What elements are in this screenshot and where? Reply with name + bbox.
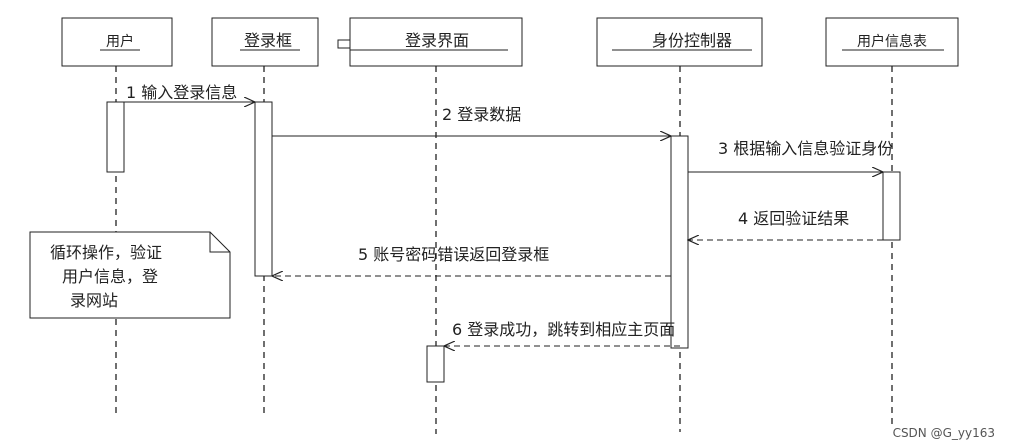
message-4-label: 4 返回验证结果 [738,209,849,228]
participant-usertable: 用户信息表 [825,17,959,67]
message-5-label: 5 账号密码错误返回登录框 [358,245,549,264]
note-line-2: 用户信息，登 [62,267,158,286]
participant-loginbox-label: 登录框 [244,31,292,50]
participant-loginui: 登录界面 [337,17,523,67]
participant-loginbox: 登录框 [211,17,319,67]
watermark: CSDN @G_yy163 [893,426,995,440]
message-2-label: 2 登录数据 [442,105,521,124]
note-line-1: 循环操作，验证 [50,243,162,262]
participant-user-label: 用户 [106,33,134,50]
participant-loginui-label: 登录界面 [405,31,469,50]
activation-loginbox [254,101,273,277]
note-line-3: 录网站 [70,291,118,310]
participant-usertable-label: 用户信息表 [857,33,927,50]
note: 循环操作，验证 用户信息，登 录网站 [29,231,231,319]
activation-user [106,101,125,173]
participant-idctrl: 身份控制器 [596,17,763,67]
participant-user: 用户 [61,17,173,67]
activation-loginui [426,345,445,383]
message-6-label: 6 登录成功，跳转到相应主页面 [452,320,675,339]
participant-idctrl-label: 身份控制器 [652,31,732,50]
activation-idctrl [670,135,689,349]
activation-usertable [882,171,901,241]
message-1-label: 1 输入登录信息 [126,83,237,102]
message-3-label: 3 根据输入信息验证身份 [718,139,893,158]
